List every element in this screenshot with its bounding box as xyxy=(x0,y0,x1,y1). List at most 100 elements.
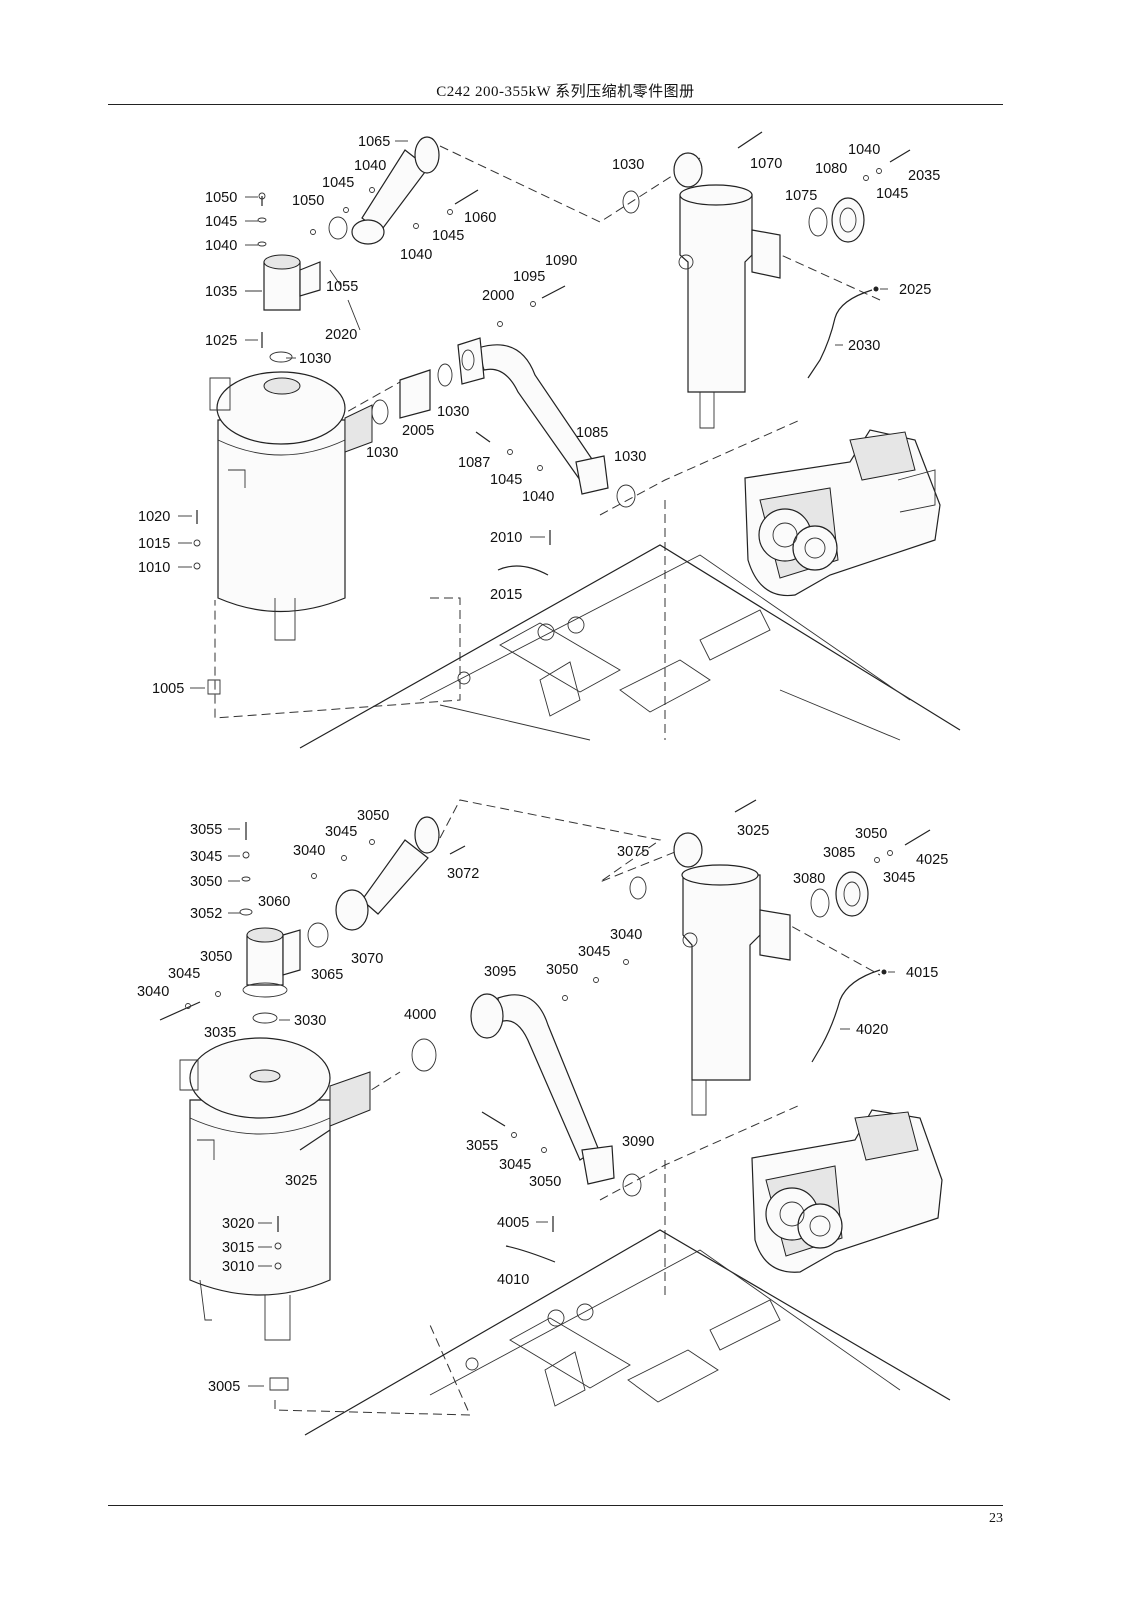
label-3005: 3005 xyxy=(208,1379,240,1395)
label-3050: 3050 xyxy=(357,808,389,824)
flange-2005-top xyxy=(371,363,453,425)
label-2030: 2030 xyxy=(848,338,880,354)
label-3055: 3055 xyxy=(190,822,222,838)
label-3030: 3030 xyxy=(294,1013,326,1029)
label-3025: 3025 xyxy=(285,1173,317,1189)
label-3045: 3045 xyxy=(883,870,915,886)
label-3090: 3090 xyxy=(622,1134,654,1150)
discharge-pipe-top xyxy=(457,337,609,495)
label-1015: 1015 xyxy=(138,536,170,552)
page-number: 23 xyxy=(989,1511,1003,1526)
label-1070: 1070 xyxy=(750,156,782,172)
label-3040: 3040 xyxy=(293,843,325,859)
base-frame-top xyxy=(299,544,961,749)
label-1020: 1020 xyxy=(138,509,170,525)
label-3050: 3050 xyxy=(546,962,578,978)
min-pressure-valve-bottom xyxy=(242,927,301,998)
label-1030: 1030 xyxy=(614,449,646,465)
separator-tank-top xyxy=(209,371,373,641)
page-header-title: C242 200-355kW 系列压缩机零件图册 xyxy=(436,84,695,100)
label-1030: 1030 xyxy=(612,157,644,173)
flange-1080-top xyxy=(808,197,865,243)
label-3020: 3020 xyxy=(222,1216,254,1232)
label-1060: 1060 xyxy=(464,210,496,226)
label-3095: 3095 xyxy=(484,964,516,980)
fasteners-top xyxy=(193,131,911,695)
diagram-top: 1065 1040 1045 1050 1060 1045 1040 1055 … xyxy=(138,131,961,749)
label-3035: 3035 xyxy=(204,1025,236,1041)
label-1090: 1090 xyxy=(545,253,577,269)
label-1030: 1030 xyxy=(437,404,469,420)
label-1030: 1030 xyxy=(299,351,331,367)
label-3050: 3050 xyxy=(855,826,887,842)
label-1065: 1065 xyxy=(358,134,390,150)
separator-tank-bottom xyxy=(179,1037,371,1341)
label-1035: 1035 xyxy=(205,284,237,300)
label-1040: 1040 xyxy=(400,247,432,263)
airend-top xyxy=(744,429,941,597)
label-1050: 1050 xyxy=(292,193,324,209)
label-3045: 3045 xyxy=(578,944,610,960)
label-3055: 3055 xyxy=(466,1138,498,1154)
label-2005: 2005 xyxy=(402,423,434,439)
part-labels-top: 1065 1040 1045 1050 1060 1045 1040 1055 … xyxy=(138,134,940,697)
label-2035: 2035 xyxy=(908,168,940,184)
label-3085: 3085 xyxy=(823,845,855,861)
label-1045: 1045 xyxy=(876,186,908,202)
discharge-pipe-bottom xyxy=(470,993,615,1185)
label-3025: 3025 xyxy=(737,823,769,839)
label-1030: 1030 xyxy=(366,445,398,461)
label-3050: 3050 xyxy=(529,1174,561,1190)
label-1075: 1075 xyxy=(785,188,817,204)
base-frame-bottom xyxy=(304,1229,951,1436)
part-labels-bottom: 3050 3045 3040 3055 3045 3050 3052 3060 … xyxy=(137,808,948,1395)
label-3052: 3052 xyxy=(190,906,222,922)
label-3080: 3080 xyxy=(793,871,825,887)
label-3050: 3050 xyxy=(200,949,232,965)
label-3040: 3040 xyxy=(610,927,642,943)
label-2025: 2025 xyxy=(899,282,931,298)
label-2000: 2000 xyxy=(482,288,514,304)
label-3015: 3015 xyxy=(222,1240,254,1256)
label-2020: 2020 xyxy=(325,327,357,343)
leader-lines-bottom xyxy=(228,828,895,1387)
elbow-pipe-top xyxy=(351,136,440,245)
label-3010: 3010 xyxy=(222,1259,254,1275)
label-3045: 3045 xyxy=(499,1157,531,1173)
label-1025: 1025 xyxy=(205,333,237,349)
label-1045: 1045 xyxy=(322,175,354,191)
label-1045: 1045 xyxy=(490,472,522,488)
flange-3085-bottom xyxy=(810,871,869,918)
min-pressure-valve-top xyxy=(263,254,321,311)
label-1095: 1095 xyxy=(513,269,545,285)
label-3072: 3072 xyxy=(447,866,479,882)
oil-filter-housing-bottom xyxy=(673,832,791,1116)
hose-2030-top xyxy=(807,289,873,379)
label-1080: 1080 xyxy=(815,161,847,177)
label-3040: 3040 xyxy=(137,984,169,1000)
label-1040: 1040 xyxy=(522,489,554,505)
label-1010: 1010 xyxy=(138,560,170,576)
label-2015: 2015 xyxy=(490,587,522,603)
diagram-bottom: 3050 3045 3040 3055 3045 3050 3052 3060 … xyxy=(137,799,951,1436)
label-4010: 4010 xyxy=(497,1272,529,1288)
label-2010: 2010 xyxy=(490,530,522,546)
label-1005: 1005 xyxy=(152,681,184,697)
label-1040: 1040 xyxy=(205,238,237,254)
fasteners-bottom xyxy=(159,799,931,1391)
footer-rule xyxy=(108,1505,1003,1506)
label-4020: 4020 xyxy=(856,1022,888,1038)
label-1040: 1040 xyxy=(354,158,386,174)
label-1045: 1045 xyxy=(432,228,464,244)
elbow-pipe-bottom xyxy=(335,816,440,931)
label-1085: 1085 xyxy=(576,425,608,441)
label-3045: 3045 xyxy=(168,966,200,982)
label-1055: 1055 xyxy=(326,279,358,295)
label-3065: 3065 xyxy=(311,967,343,983)
label-3050: 3050 xyxy=(190,874,222,890)
leader-lines-top xyxy=(178,140,888,689)
label-1045: 1045 xyxy=(205,214,237,230)
label-3045: 3045 xyxy=(190,849,222,865)
oil-filter-housing-top xyxy=(673,152,781,429)
